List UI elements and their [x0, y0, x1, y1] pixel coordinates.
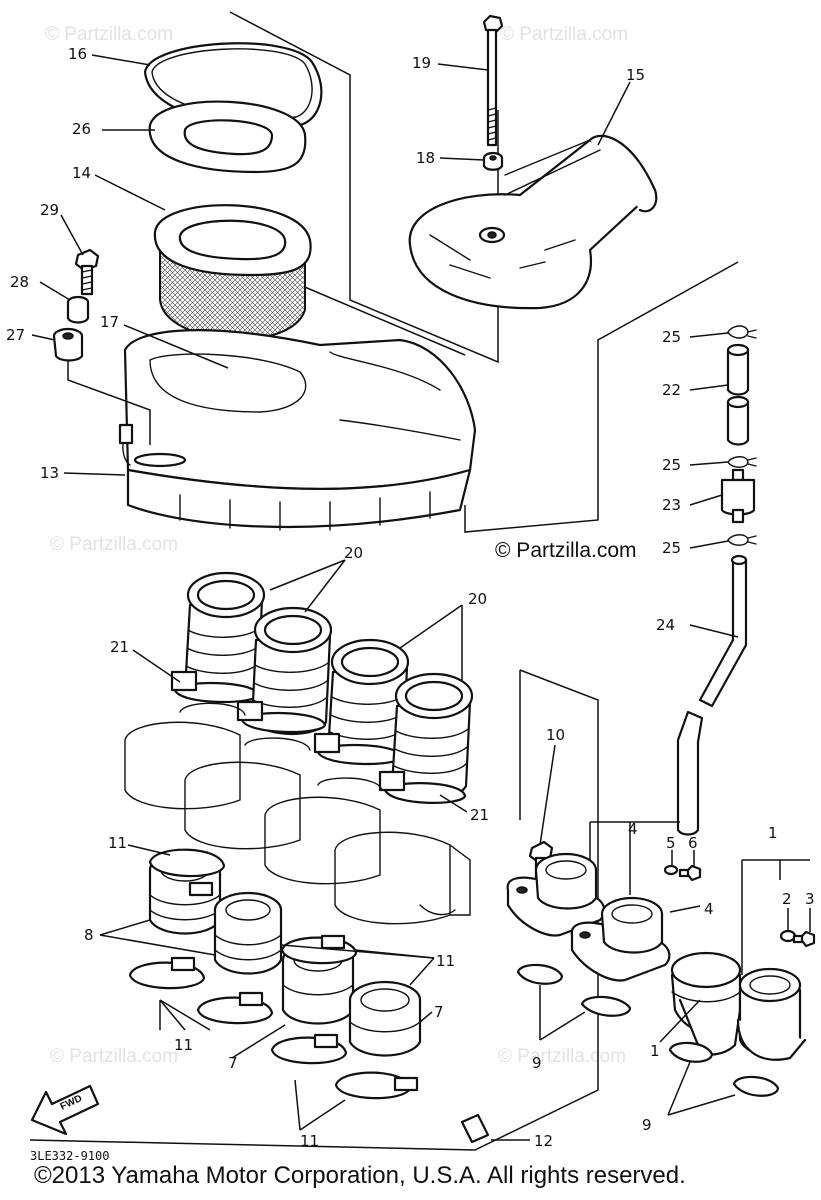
callout-12: 12	[534, 1132, 553, 1150]
callout-11-d: 11	[300, 1132, 319, 1150]
part-22-hose	[726, 343, 750, 446]
callout-5: 5	[666, 834, 676, 852]
callout-25-low: 25	[662, 539, 681, 557]
part-18-washer	[482, 151, 504, 171]
callout-7-b: 7	[228, 1054, 238, 1072]
callout-labels: 16 26 14 29 28 27 17 13 19 18 15 25 22 2…	[6, 45, 815, 1150]
callout-26: 26	[72, 120, 91, 138]
callout-4-a: 4	[628, 820, 638, 838]
watermark-bottom-right: © Partzilla.com	[498, 1046, 626, 1067]
part-4-intake-joint-b	[570, 896, 671, 982]
callout-8: 8	[84, 926, 94, 944]
part-13-airbox	[118, 329, 477, 531]
part-20-boot-1	[183, 571, 266, 703]
callout-9-a: 9	[532, 1054, 542, 1072]
part-21-clamp-2	[236, 700, 327, 734]
part-9-gasket-c	[668, 1041, 714, 1063]
callout-2: 2	[782, 890, 792, 908]
watermark-top-left: © Partzilla.com	[45, 24, 173, 45]
leader-lines	[31, 54, 811, 1141]
callout-29: 29	[40, 201, 59, 219]
part-21-clamp-3	[313, 732, 404, 766]
callout-11-a: 11	[108, 834, 127, 852]
callout-22: 22	[662, 381, 681, 399]
part-21-clamp-1	[170, 670, 260, 704]
part-15-intake-duct	[408, 134, 658, 310]
part-11-clamp-b	[128, 956, 206, 990]
part-1-intake-joint-a	[670, 951, 742, 1056]
callout-7-a: 7	[434, 1003, 444, 1021]
callout-1-a: 1	[768, 824, 778, 842]
callout-18: 18	[416, 149, 435, 167]
watermark-main: © Partzilla.com	[495, 539, 637, 562]
part-25-clip-low	[727, 534, 757, 546]
callout-11-b: 11	[436, 952, 455, 970]
callout-19: 19	[412, 54, 431, 72]
part-25-clip-mid	[727, 456, 757, 468]
part-11-clamp-c	[196, 991, 274, 1025]
part-8-carb-joint-b	[213, 891, 283, 975]
part-4-intake-joint-a	[506, 852, 606, 937]
callout-1-b: 1	[650, 1042, 660, 1060]
callout-9-b: 9	[642, 1116, 652, 1134]
callout-10: 10	[546, 726, 565, 744]
callout-20-a: 20	[344, 544, 363, 562]
part-11-clamp-f	[334, 1071, 419, 1100]
callout-21-a: 21	[110, 638, 129, 656]
callout-16: 16	[68, 45, 87, 63]
watermark-top-right: © Partzilla.com	[500, 24, 628, 45]
callout-13: 13	[40, 464, 59, 482]
part-27-grommet	[52, 327, 84, 362]
part-6-bolt	[678, 864, 702, 882]
part-11-clamp-a	[148, 848, 226, 897]
part-20-boot-4	[390, 672, 474, 800]
part-3-bolt	[792, 930, 816, 948]
part-29-bolt	[74, 248, 100, 296]
part-24-breather-tube	[676, 554, 748, 836]
part-28-collar	[66, 295, 90, 324]
part-9-gasket-d	[732, 1075, 780, 1097]
copyright-notice: ©2013 Yamaha Motor Corporation, U.S.A. A…	[34, 1162, 686, 1189]
callout-21-b: 21	[470, 806, 489, 824]
part-5-washer	[663, 864, 679, 876]
drawing-number: 3LE332-9100	[30, 1149, 109, 1163]
part-26-cover-plate	[148, 100, 307, 174]
callout-25-mid: 25	[662, 456, 681, 474]
part-12-cap	[460, 1113, 490, 1144]
part-9-gasket-a	[516, 963, 564, 985]
callout-20-b: 20	[468, 590, 487, 608]
fwd-arrow-icon: FWD	[30, 1084, 100, 1136]
part-1-intake-joint-b	[736, 967, 807, 1061]
part-11-clamp-e	[270, 1033, 348, 1065]
part-11-clamp-d	[280, 934, 358, 965]
callout-11-c: 11	[174, 1036, 193, 1054]
callout-14: 14	[72, 164, 91, 182]
callout-24: 24	[656, 616, 675, 634]
callout-15: 15	[626, 66, 645, 84]
carburetor-bank-outline	[124, 702, 471, 925]
callout-28: 28	[10, 273, 29, 291]
callout-27: 27	[6, 326, 25, 344]
part-7-carb-joint-b	[348, 980, 422, 1057]
part-19-long-bolt	[482, 14, 504, 147]
part-20-boot-2	[250, 606, 333, 736]
callout-6: 6	[688, 834, 698, 852]
part-25-clip-top	[727, 325, 757, 339]
callout-3: 3	[805, 890, 815, 908]
watermark-bottom-left: © Partzilla.com	[50, 1046, 178, 1067]
part-14-filter-element	[153, 204, 312, 341]
part-23-filter	[720, 468, 756, 524]
callout-23: 23	[662, 496, 681, 514]
callout-4-b: 4	[704, 900, 714, 918]
callout-25-top: 25	[662, 328, 681, 346]
watermark-mid-left: © Partzilla.com	[50, 534, 178, 555]
callout-17: 17	[100, 313, 119, 331]
part-9-gasket-b	[580, 995, 632, 1017]
